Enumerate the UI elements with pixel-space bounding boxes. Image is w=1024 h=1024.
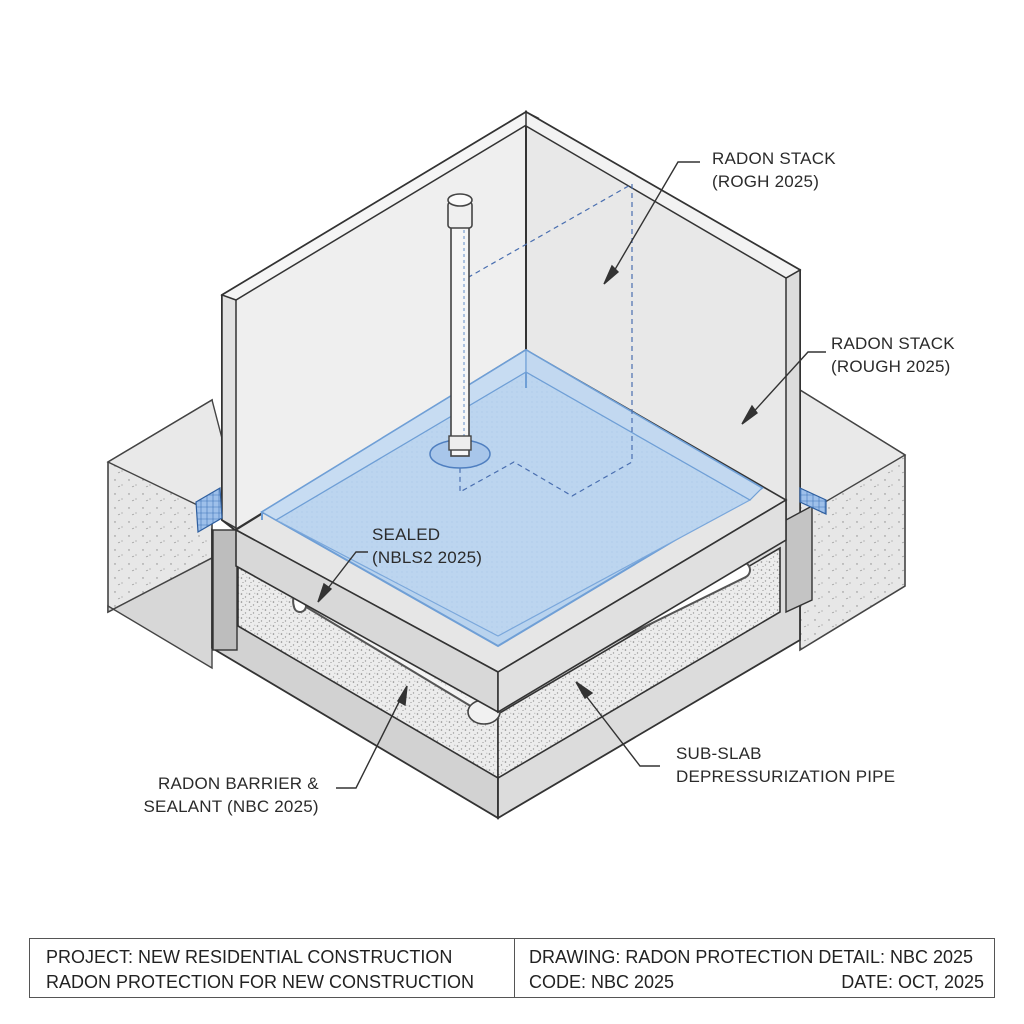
label-line: RADON BARRIER & <box>158 774 319 793</box>
label-line: DEPRESSURIZATION PIPE <box>676 767 896 786</box>
label-line: SEALANT (NBC 2025) <box>143 797 319 816</box>
sealant-strip <box>195 486 827 534</box>
date-text: DATE: OCT, 2025 <box>841 972 984 992</box>
label-line: SUB-SLAB <box>676 744 762 763</box>
label-line: RADON STACK <box>712 149 836 168</box>
title-block-drawing: DRAWING: RADON PROTECTION DETAIL: NBC 20… <box>515 939 994 997</box>
label-line: SEALED <box>372 525 441 544</box>
project-line: RADON PROTECTION FOR NEW CONSTRUCTION <box>46 972 474 992</box>
code-date-row: CODE: NBC 2025 DATE: OCT, 2025 <box>529 970 984 995</box>
leader-lines <box>317 161 826 789</box>
stack-dashed-path <box>459 182 633 497</box>
title-block: PROJECT: NEW RESIDENTIAL CONSTRUCTION RA… <box>29 938 995 998</box>
label-radon-barrier: RADON BARRIER & SEALANT (NBC 2025) <box>138 772 319 818</box>
title-block-project: PROJECT: NEW RESIDENTIAL CONSTRUCTION RA… <box>30 939 515 997</box>
radon-stack-pipe <box>429 193 491 469</box>
label-line: (ROUGH 2025) <box>831 357 951 376</box>
label-line: (ROGH 2025) <box>712 172 820 191</box>
label-radon-stack-right: RADON STACK (ROUGH 2025) <box>831 332 955 378</box>
project-line: PROJECT: NEW RESIDENTIAL CONSTRUCTION <box>46 947 453 967</box>
code-text: CODE: NBC 2025 <box>529 972 675 992</box>
label-sealed: SEALED (NBLS2 2025) <box>372 523 482 569</box>
label-radon-stack-top: RADON STACK (ROGH 2025) <box>712 147 836 193</box>
drawing-title: DRAWING: RADON PROTECTION DETAIL: NBC 20… <box>529 947 974 967</box>
label-line: (NBLS2 2025) <box>372 548 483 567</box>
label-depressurization-pipe: SUB-SLAB DEPRESSURIZATION PIPE <box>676 742 895 788</box>
basement-walls <box>212 110 813 651</box>
label-line: RADON STACK <box>831 334 955 353</box>
